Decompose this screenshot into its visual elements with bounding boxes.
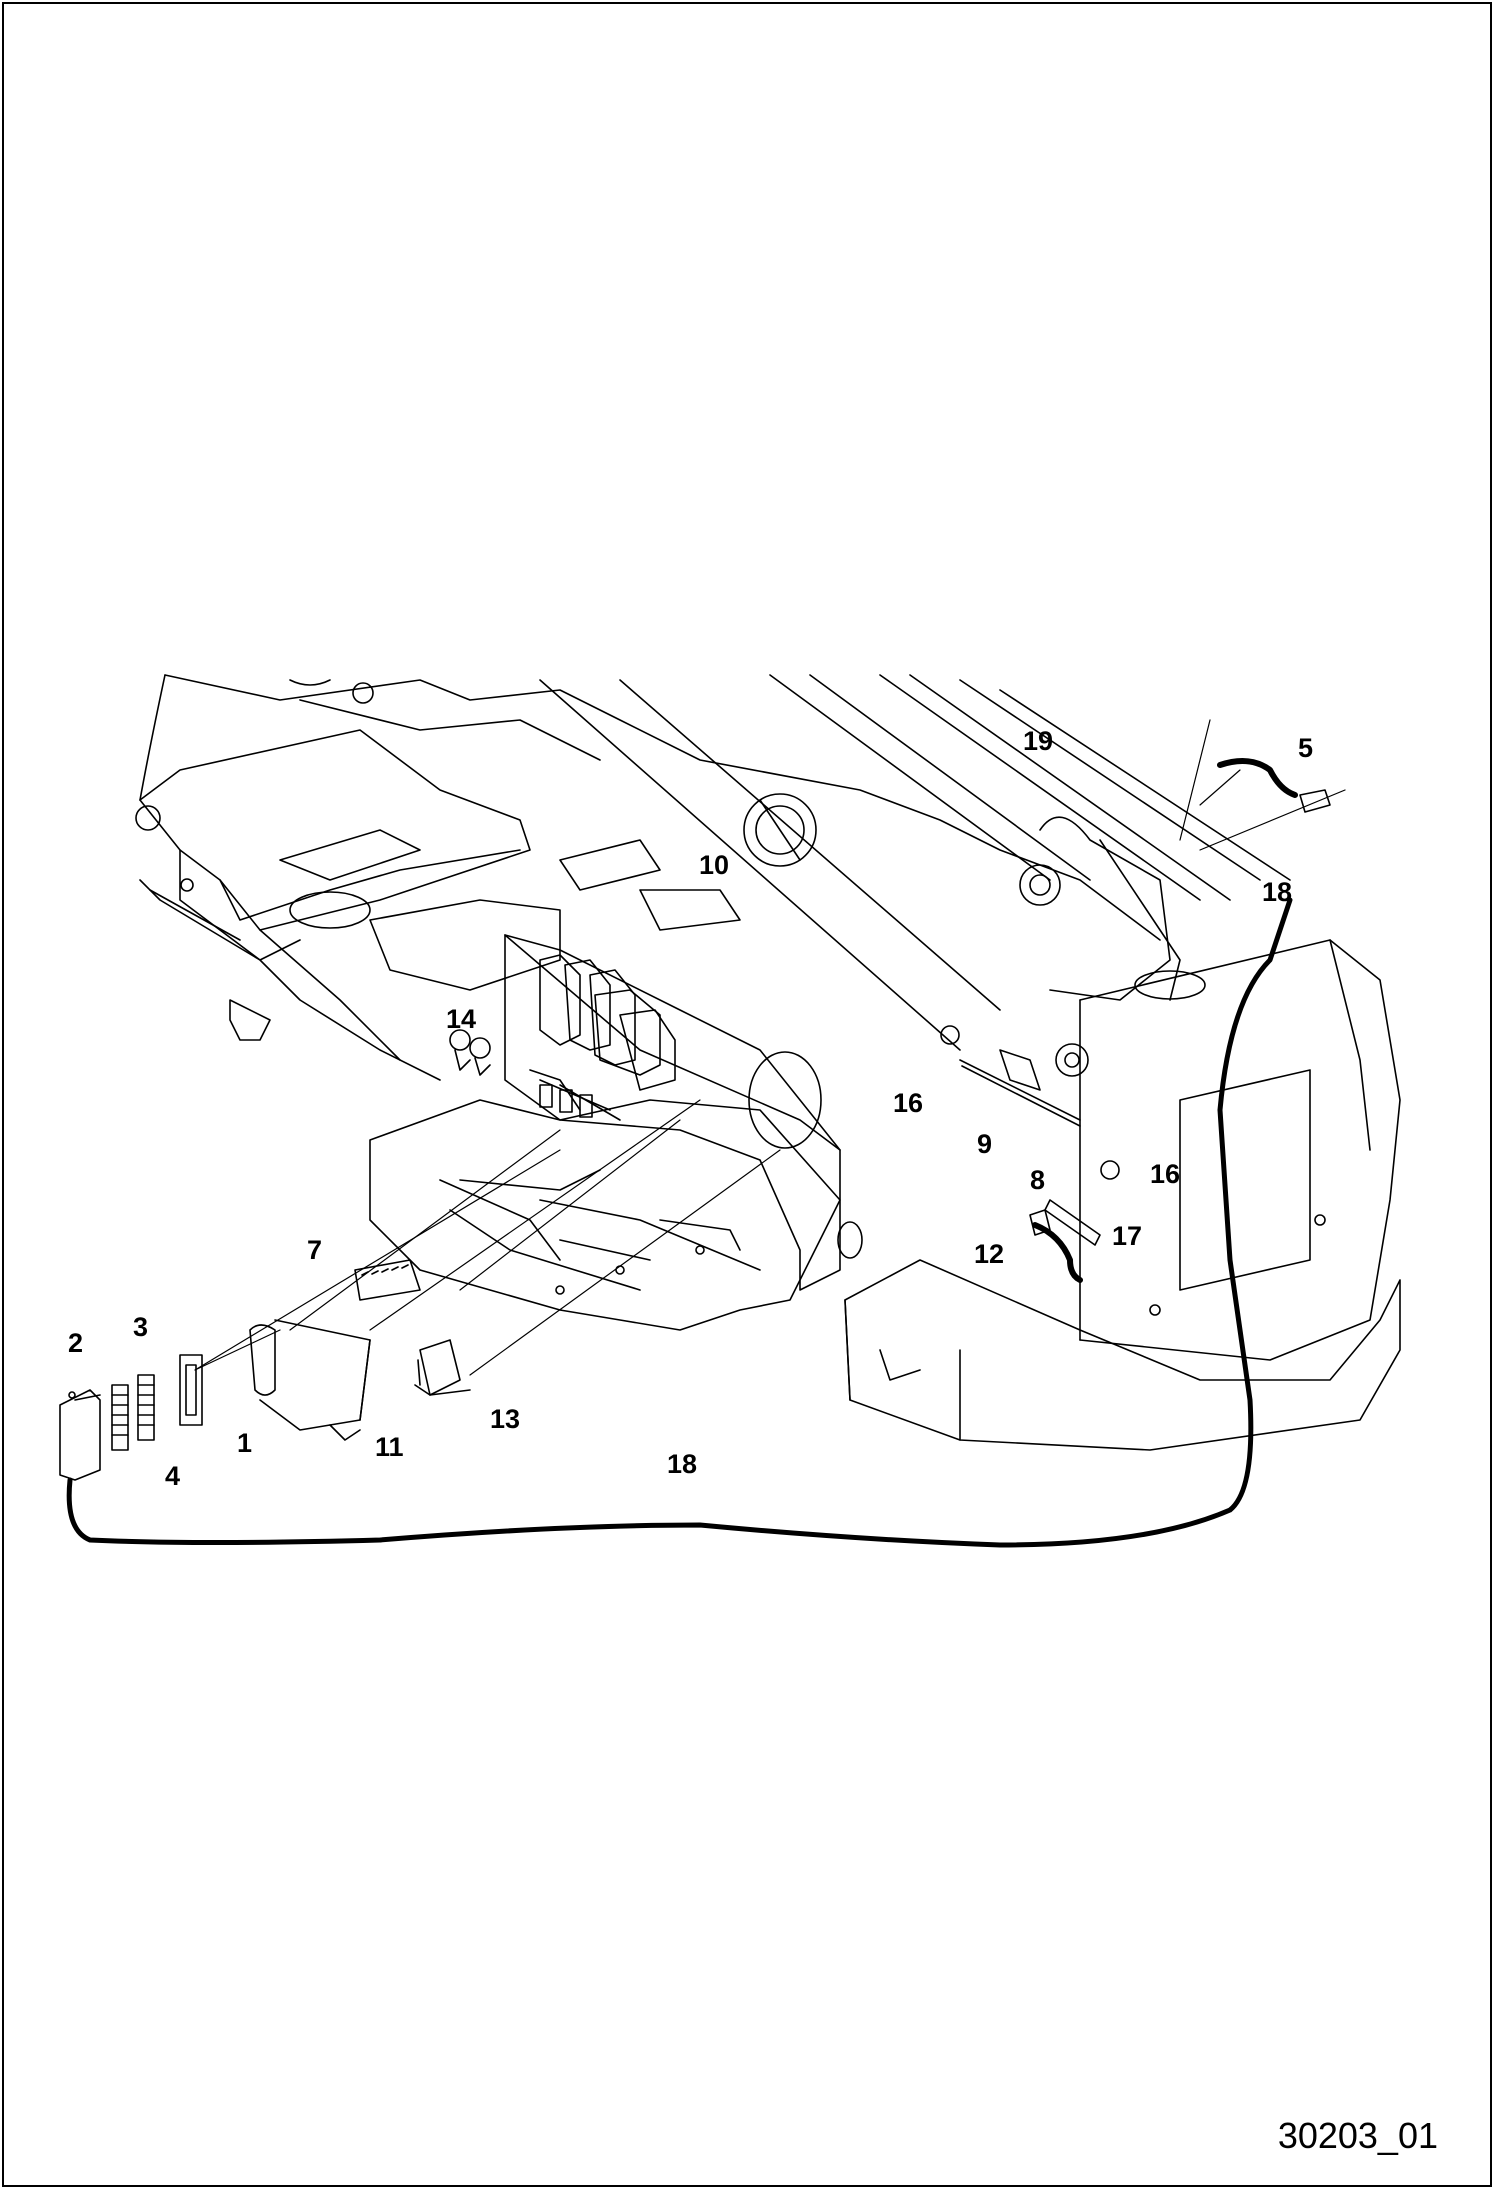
callout-18-bottom: 18 <box>667 1449 697 1479</box>
cable-18 <box>66 897 1293 1548</box>
callout-9: 9 <box>977 1129 992 1159</box>
component-7-fuse-block <box>354 1259 421 1301</box>
component-3-4-terminals <box>111 1374 155 1451</box>
component-12-harness <box>1029 1209 1083 1283</box>
callout-16-left: 16 <box>893 1088 923 1118</box>
callout-7: 7 <box>307 1235 322 1265</box>
component-1-relay <box>179 1354 203 1426</box>
component-11-controller <box>249 1319 371 1441</box>
callout-5: 5 <box>1298 733 1313 763</box>
callout-11: 11 <box>375 1432 404 1462</box>
component-13-module <box>414 1339 471 1396</box>
callout-16-right: 16 <box>1150 1159 1180 1189</box>
callout-4: 4 <box>165 1461 180 1491</box>
boom-structure <box>135 674 1401 1451</box>
callout-17: 17 <box>1112 1221 1142 1251</box>
callout-1: 1 <box>237 1428 252 1458</box>
callout-19: 19 <box>1023 726 1053 756</box>
electrical-panel <box>449 934 863 1291</box>
callout-18-top: 18 <box>1262 877 1292 907</box>
callout-8: 8 <box>1030 1165 1045 1195</box>
callout-12: 12 <box>974 1239 1004 1269</box>
callout-2: 2 <box>68 1328 83 1358</box>
callout-3: 3 <box>133 1312 148 1342</box>
component-17-bar <box>1044 1199 1101 1246</box>
component-2-connector <box>59 1389 101 1481</box>
callout-labels: 1 2 3 4 5 7 8 9 10 11 12 13 14 16 16 17 … <box>68 726 1313 1491</box>
figure-id: 30203_01 <box>1277 2115 1438 2156</box>
floor-plate <box>369 1099 841 1331</box>
component-5-harness <box>1217 758 1331 813</box>
component-16-fittings <box>940 1025 1120 1180</box>
callout-10: 10 <box>699 850 729 880</box>
callout-13: 13 <box>490 1404 520 1434</box>
callout-14: 14 <box>446 1004 476 1034</box>
leader-lines <box>194 719 1346 1376</box>
